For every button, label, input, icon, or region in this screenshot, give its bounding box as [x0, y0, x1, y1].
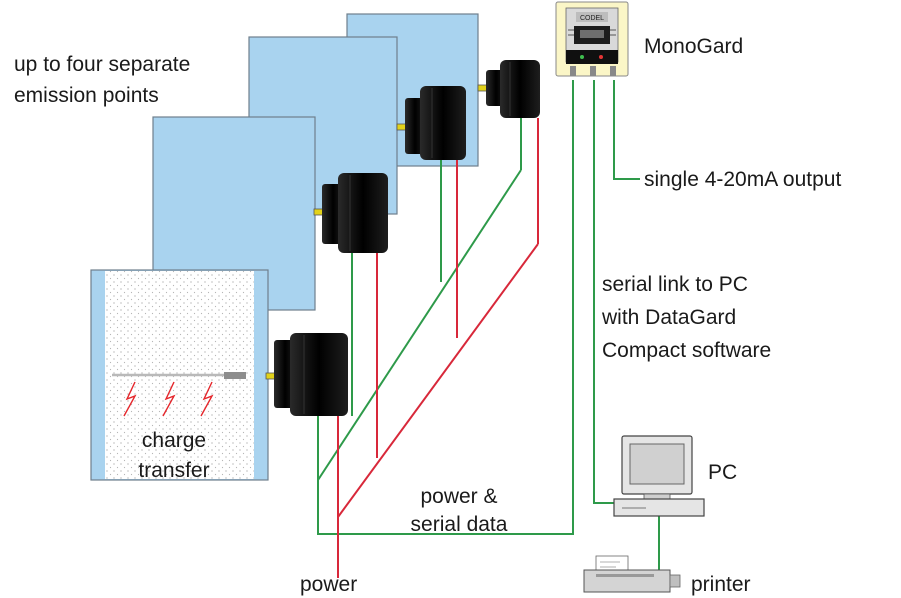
output-label: single 4-20mA output: [644, 168, 842, 191]
sensor-1: [265, 333, 348, 416]
printer-icon: [583, 555, 681, 593]
sensor-3: [396, 86, 466, 160]
serial-link-label-line2: with DataGard: [602, 306, 737, 329]
sensor-2: [313, 173, 388, 253]
emission-points-label-line1: up to four separate: [14, 53, 191, 76]
power-serial-label-line2: serial data: [410, 513, 508, 536]
device-panel-text: CODEL: [580, 15, 604, 22]
monogard-label: MonoGard: [644, 35, 744, 58]
power-label: power: [300, 573, 358, 596]
charge-transfer-label-line1: charge: [141, 429, 207, 452]
pc-icon: [613, 435, 705, 517]
power-wiring: [337, 118, 539, 578]
spark-icon: [123, 381, 214, 417]
data-wiring: [317, 80, 660, 570]
sensor-4: [477, 60, 540, 118]
serial-link-label-line3: Compact software: [602, 339, 772, 362]
duct-1: [90, 269, 269, 481]
charge-transfer-label-line2: transfer: [138, 459, 210, 482]
pc-label: PC: [708, 461, 738, 484]
monogard-device: CODEL: [555, 1, 629, 77]
emission-points-label-line2: emission points: [14, 84, 159, 107]
serial-link-label-line1: serial link to PC: [602, 273, 748, 296]
power-serial-label-line1: power &: [420, 485, 498, 508]
printer-label: printer: [691, 573, 751, 596]
